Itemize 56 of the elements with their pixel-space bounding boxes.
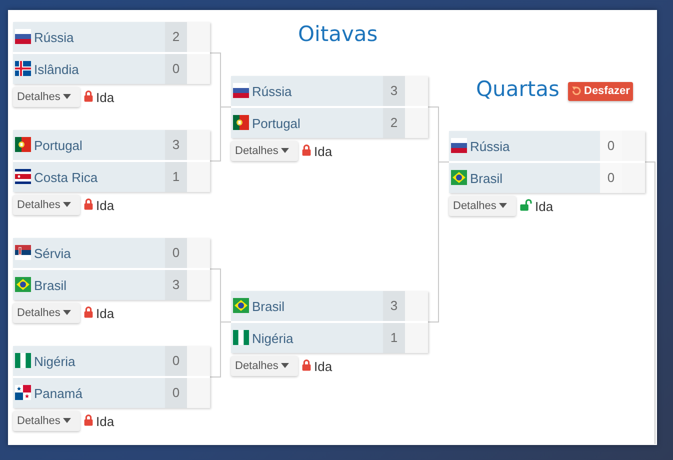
score-cell: 0 bbox=[165, 378, 187, 408]
team-name: Brasil bbox=[252, 299, 285, 314]
match-leg-label: Ida bbox=[314, 144, 332, 159]
team-name: Rússia bbox=[470, 139, 510, 154]
team-name: Sérvia bbox=[34, 246, 71, 261]
match-card bbox=[449, 131, 645, 193]
score-cell: 3 bbox=[383, 291, 405, 321]
score-cell: 3 bbox=[383, 76, 405, 106]
match-leg-label: Ida bbox=[96, 198, 114, 213]
match-card bbox=[231, 76, 428, 138]
team-name: Portugal bbox=[252, 116, 300, 131]
score-cell: 0 bbox=[600, 163, 622, 193]
match-card bbox=[13, 130, 210, 192]
team-name: Nigéria bbox=[34, 354, 76, 369]
bracket-line bbox=[210, 322, 232, 378]
details-dropdown-button: Detalhes bbox=[13, 411, 80, 431]
column-heading: Quartas bbox=[476, 76, 560, 102]
score-cell: 0 bbox=[600, 131, 622, 161]
column-heading: Oitavas bbox=[298, 21, 378, 47]
score-cell: 1 bbox=[383, 323, 405, 353]
details-dropdown-button: Detalhes bbox=[231, 141, 298, 161]
team-name: Brasil bbox=[34, 278, 67, 293]
score-cell: 0 bbox=[165, 346, 187, 376]
match-card bbox=[13, 238, 210, 300]
details-dropdown-button: Detalhes bbox=[231, 356, 298, 376]
details-dropdown-button: Detalhes bbox=[13, 303, 80, 323]
match-leg-label: Ida bbox=[314, 359, 332, 374]
match-card bbox=[13, 346, 210, 408]
score-cell: 1 bbox=[165, 162, 187, 192]
details-dropdown-button: Detalhes bbox=[13, 87, 80, 107]
team-name: Islândia bbox=[34, 62, 79, 77]
match-leg-label: Ida bbox=[535, 199, 554, 214]
details-dropdown-button: Detalhes bbox=[449, 196, 516, 216]
match-card bbox=[231, 291, 428, 353]
score-cell: 0 bbox=[165, 238, 187, 268]
team-name: Costa Rica bbox=[34, 170, 98, 185]
bracket-line bbox=[210, 106, 232, 162]
bracket-line bbox=[428, 162, 450, 322]
match-card bbox=[13, 22, 210, 84]
score-cell: 2 bbox=[383, 108, 405, 138]
team-name: Rússia bbox=[252, 84, 292, 99]
match-leg-label: Ida bbox=[96, 414, 114, 429]
match-leg-label: Ida bbox=[96, 90, 114, 105]
score-cell: 2 bbox=[165, 22, 187, 52]
team-name: Portugal bbox=[34, 138, 82, 153]
details-dropdown-button: Detalhes bbox=[13, 195, 80, 215]
bracket-line bbox=[644, 162, 656, 444]
team-name: Rússia bbox=[34, 30, 74, 45]
team-name: Nigéria bbox=[252, 331, 294, 346]
score-cell: 3 bbox=[165, 270, 187, 300]
team-name: Panamá bbox=[34, 386, 82, 401]
score-cell: 3 bbox=[165, 130, 187, 160]
match-leg-label: Ida bbox=[96, 306, 114, 321]
score-cell: 0 bbox=[165, 54, 187, 84]
undo-button: Desfazer bbox=[568, 82, 633, 101]
team-name: Brasil bbox=[470, 171, 503, 186]
